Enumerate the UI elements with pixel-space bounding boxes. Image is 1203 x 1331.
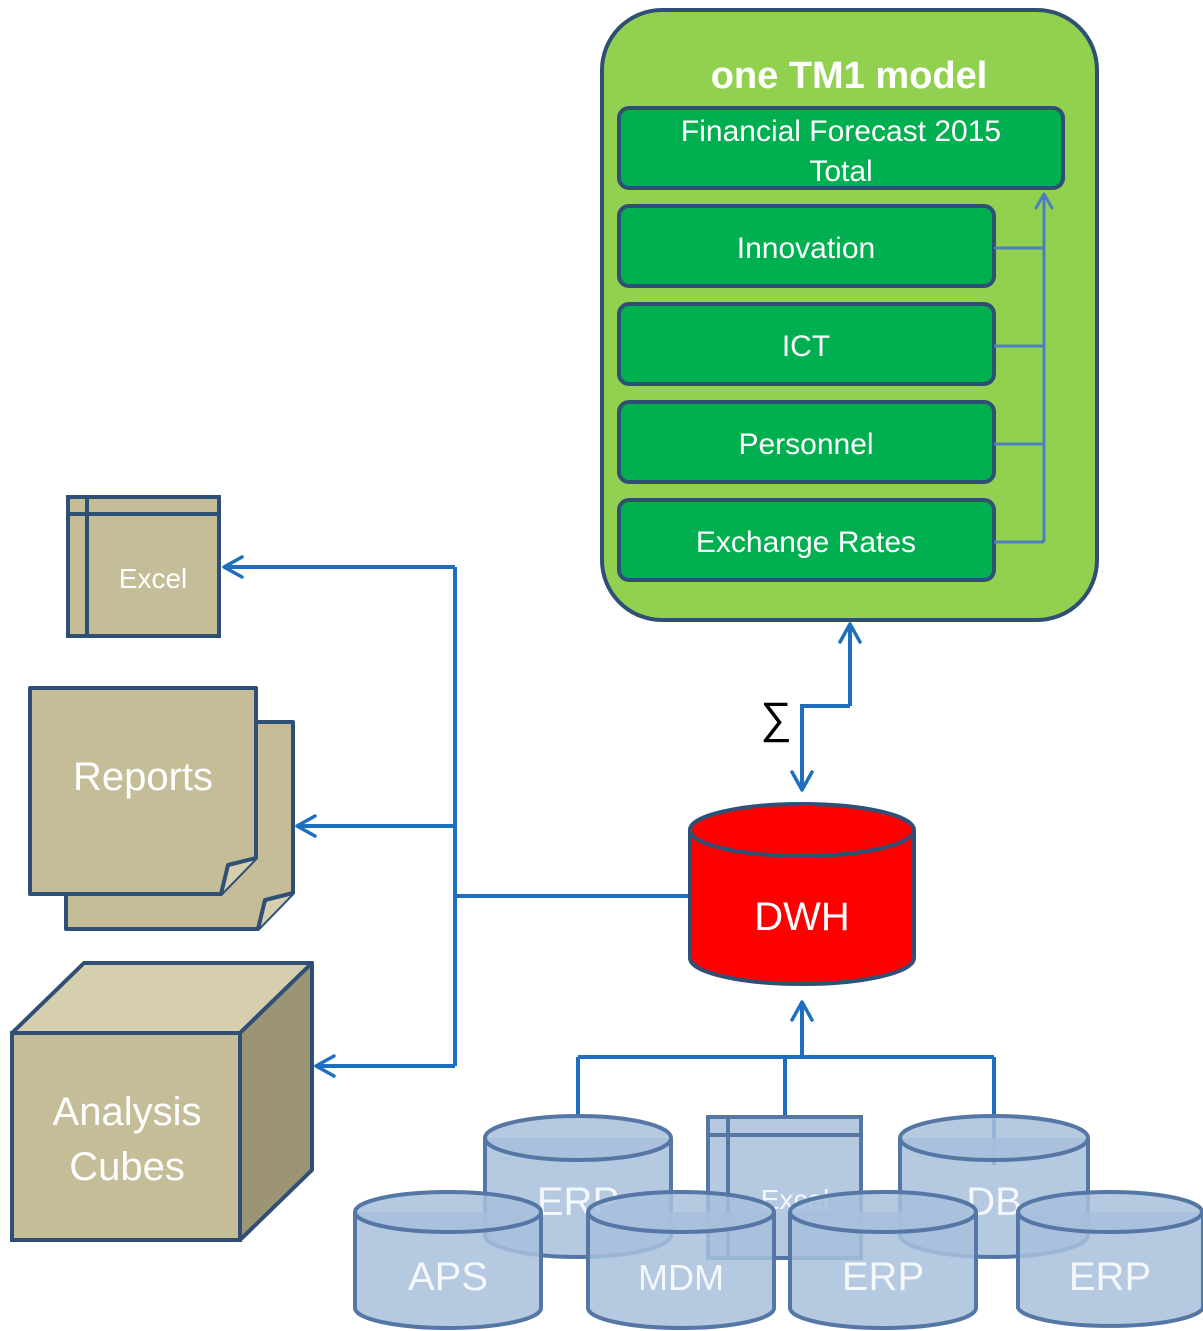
tm1-model-title: one TM1 model (711, 55, 988, 97)
dwh-tm1-connector (790, 622, 862, 792)
source-label: ERP (1069, 1255, 1151, 1299)
reports-output-icon: Reports (28, 686, 295, 931)
model-item-ict: ICT (617, 302, 996, 386)
model-aggregation-connectors (994, 192, 1054, 544)
excel-output-label: Excel (119, 563, 187, 594)
model-item-personnel: Personnel (617, 400, 996, 484)
source-mdm-database: MDM (586, 1190, 776, 1330)
analysis-cubes-label-line2: Cubes (69, 1145, 185, 1189)
source-label: APS (408, 1255, 488, 1299)
analysis-cubes-label-line1: Analysis (53, 1090, 202, 1134)
model-item-label: Personnel (738, 428, 873, 461)
model-item-innovation: Innovation (617, 204, 996, 288)
model-item-label: Exchange Rates (696, 526, 916, 559)
model-total-label-line2: Total (809, 155, 872, 188)
excel-output-icon: Excel (66, 495, 221, 638)
source-systems: ERP Excel DB APS MDM ERP (353, 1114, 1203, 1330)
model-total-box: Financial Forecast 2015 Total (617, 106, 1065, 190)
source-erp-database: ERP (1016, 1190, 1203, 1328)
source-label: MDM (638, 1257, 724, 1298)
source-erp-database: ERP (788, 1190, 978, 1330)
model-item-label: ICT (782, 330, 830, 363)
dwh-label: DWH (754, 895, 850, 939)
dwh-database-icon: DWH (688, 802, 916, 986)
reports-output-label: Reports (73, 755, 213, 799)
model-item-exchange-rates: Exchange Rates (617, 498, 996, 582)
tm1-model-group: one TM1 model Financial Forecast 2015 To… (600, 8, 1099, 622)
model-total-label-line1: Financial Forecast 2015 (681, 115, 1001, 148)
source-label: ERP (842, 1255, 924, 1299)
sigma-symbol: ∑ (760, 694, 791, 743)
source-aps-database: APS (353, 1190, 543, 1330)
analysis-cubes-icon: Analysis Cubes (10, 961, 314, 1242)
model-item-label: Innovation (737, 232, 875, 265)
source-connectors (576, 1000, 996, 1165)
output-connectors (222, 555, 690, 1078)
